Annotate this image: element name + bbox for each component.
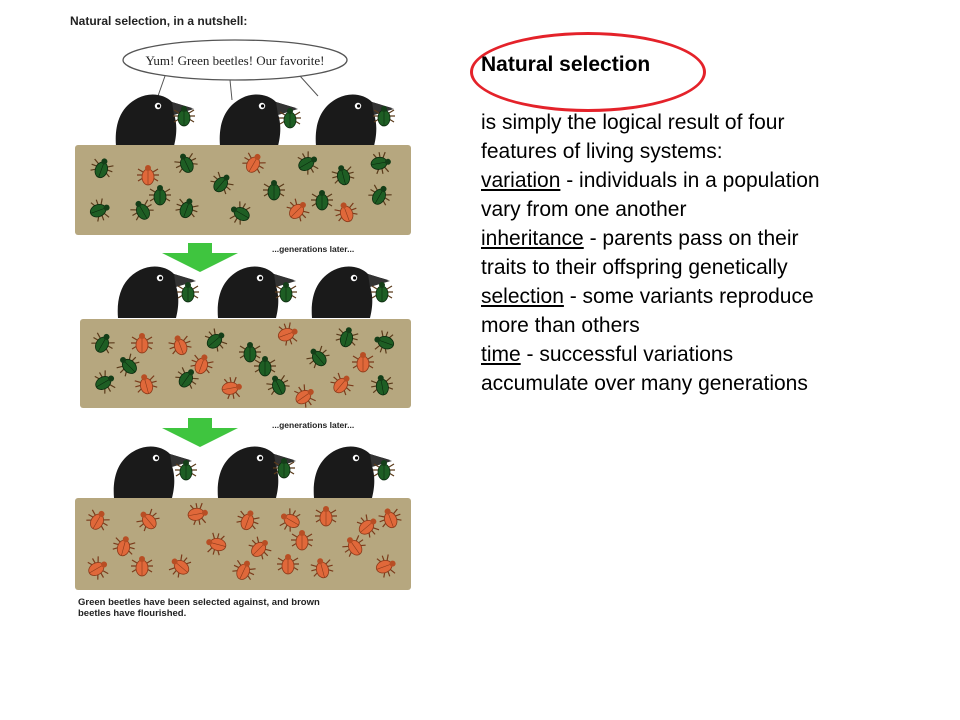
feature-term: time (481, 343, 521, 366)
crow-row-1 (115, 94, 396, 146)
figure-title: Natural selection, in a nutshell: (70, 14, 247, 28)
caption-line-1: Green beetles have been selected against… (78, 597, 320, 608)
feature-time: time - successful variations accumulate … (481, 340, 841, 398)
down-arrow-1 (162, 243, 238, 272)
speech-bubble-tail (157, 75, 319, 101)
speech-bubble (122, 39, 348, 81)
feature-description: - successful variations accumulate over … (481, 343, 808, 395)
feature-variation: variation - individuals in a population … (481, 166, 841, 224)
natural-selection-illustration: Natural selection, in a nutshell: Yum! G… (70, 14, 411, 619)
down-arrow-2 (162, 418, 238, 447)
crow-row-3 (113, 446, 396, 498)
generations-label-1: ...generations later... (272, 244, 354, 254)
speech-text: Yum! Green beetles! Our favorite! (145, 53, 324, 68)
slide-title: Natural selection (481, 53, 651, 76)
soil-panel-2 (80, 319, 411, 408)
explanation-text: Natural selection is simply the logical … (481, 50, 841, 398)
feature-term: variation (481, 169, 561, 192)
intro-text: is simply the logical result of four fea… (481, 111, 785, 163)
feature-inheritance: inheritance - parents pass on their trai… (481, 224, 841, 282)
crow-row-2 (117, 266, 394, 318)
title-highlight-circle (470, 32, 706, 112)
feature-description: - some variants reproduce more than othe… (481, 285, 814, 337)
feature-term: inheritance (481, 227, 584, 250)
feature-term: selection (481, 285, 564, 308)
feature-description: - parents pass on their traits to their … (481, 227, 799, 279)
soil-panel-1 (75, 145, 411, 235)
generations-label-2: ...generations later... (272, 420, 354, 430)
feature-description: - individuals in a population vary from … (481, 169, 820, 221)
caption-line-2: beetles have flourished. (78, 608, 186, 619)
feature-selection: selection - some variants reproduce more… (481, 282, 841, 340)
